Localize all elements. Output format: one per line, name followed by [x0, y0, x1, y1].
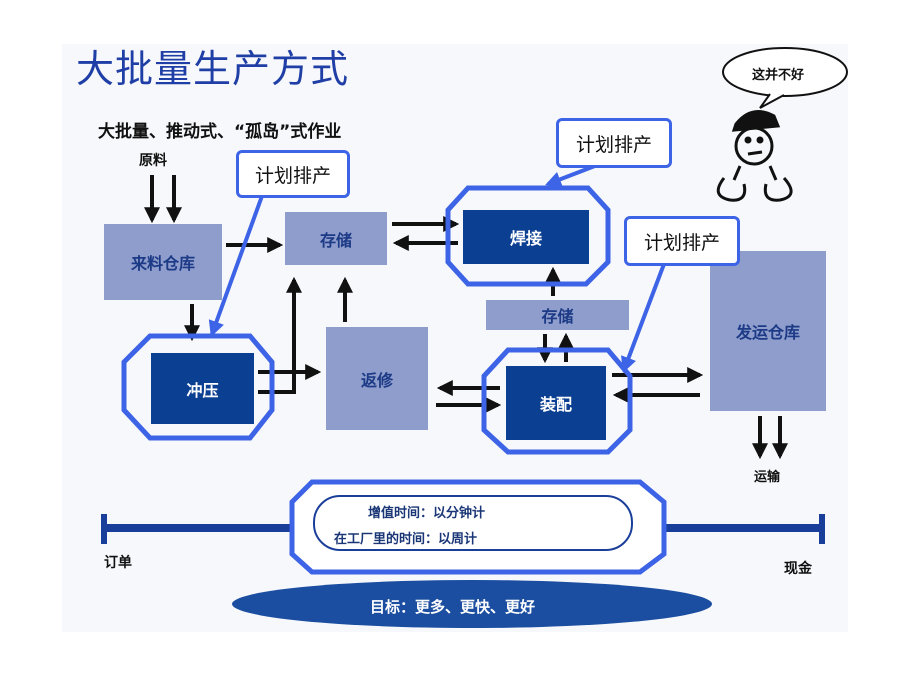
timeline-start-label: 订单 [104, 555, 132, 571]
timeline-pill [313, 495, 633, 551]
goal-ellipse [232, 580, 712, 628]
transport-label: 运输 [754, 470, 781, 485]
stamping-box: 冲压 [151, 353, 254, 424]
worker-figure [716, 110, 793, 202]
page-title: 大批量生产方式 [76, 47, 350, 91]
storage-box-top: 存储 [285, 212, 387, 265]
rework-box: 返修 [326, 327, 428, 430]
stamping-highlight [121, 333, 275, 441]
storage-box-middle: 存储 [486, 300, 629, 330]
raw-material-label: 原料 [139, 153, 167, 169]
factory-time: 在工厂里的时间：以周计 [334, 532, 478, 547]
speech-text: 这并不好 [752, 68, 805, 83]
value-added-time: 增值时间：以分钟计 [368, 506, 486, 521]
shipping-warehouse-box: 发运仓库 [710, 251, 826, 411]
assembly-highlight [481, 347, 633, 455]
callout-schedule-stamping: 计划排产 [236, 150, 350, 198]
callout-pointer-assembly [621, 263, 666, 373]
welding-highlight [445, 185, 611, 287]
callout-schedule-welding: 计划排产 [556, 118, 672, 168]
assembly-box: 装配 [506, 366, 606, 440]
timeline-end-label: 现金 [784, 561, 812, 577]
incoming-warehouse-box: 来料仓库 [104, 224, 222, 300]
callout-schedule-assembly: 计划排产 [624, 216, 740, 266]
goal-text: 目标：更多、更快、更好 [370, 598, 536, 616]
stamping-to-storage-arrow [258, 276, 302, 394]
speech-bubble [722, 47, 848, 97]
callout-pointer-stamping [208, 195, 264, 338]
welding-box: 焊接 [463, 210, 589, 264]
diagram-subtitle: 大批量、推动式、“孤岛”式作业 [98, 122, 342, 142]
